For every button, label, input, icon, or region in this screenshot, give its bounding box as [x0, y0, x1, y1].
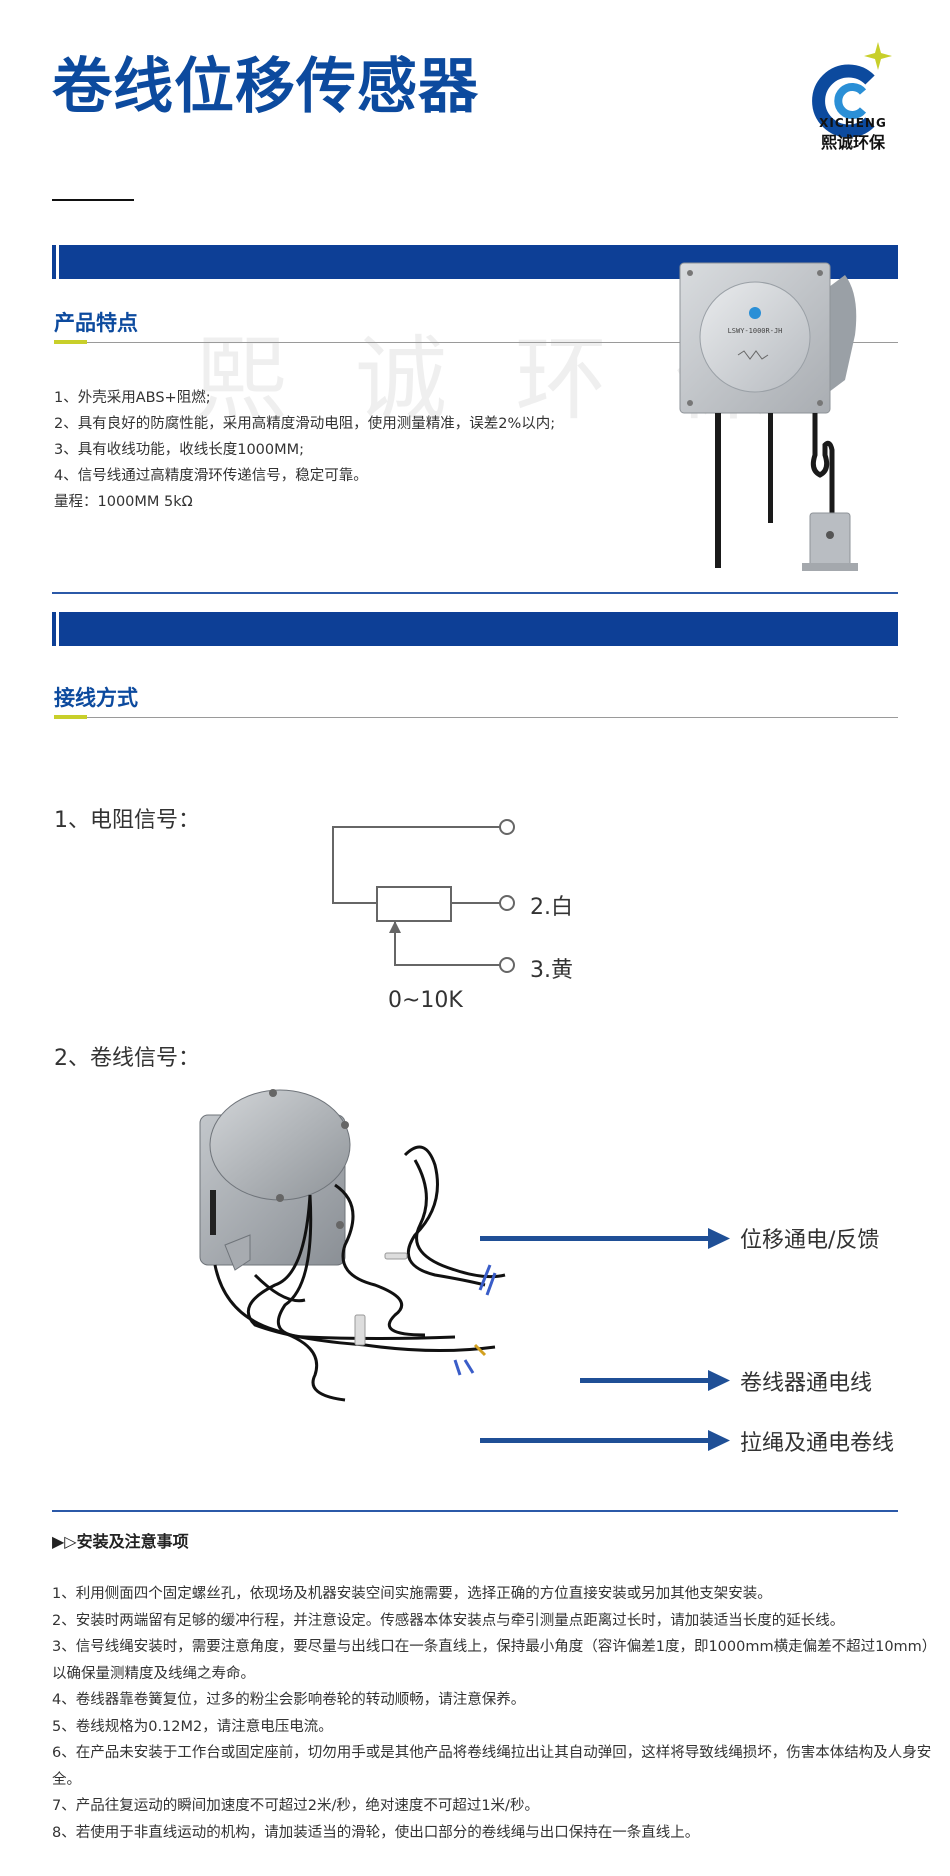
section-bar [59, 612, 898, 646]
arrow-label-pull-cord: 拉绳及通电卷线 [740, 1431, 895, 1456]
note-item: 2、安装时两端留有足够的缓冲行程，并注意设定。传感器本体安装点与牵引测量点距离过… [52, 1612, 845, 1629]
arrow-shaft [480, 1438, 710, 1443]
arrow-head [708, 1228, 730, 1249]
reel-product-image [199, 1089, 506, 1402]
arrow-head [708, 1430, 730, 1451]
arrow-head [708, 1370, 730, 1391]
heading-rule [87, 717, 898, 718]
section-bar-tick [52, 245, 56, 279]
feature-item: 1、外壳采用ABS+阻燃; [54, 390, 211, 406]
resistor-wiring-diagram [332, 819, 515, 973]
resistor-signal-title: 1、电阻信号： [54, 808, 200, 833]
sensor-model-label: LSWY-1000R-JH [728, 327, 783, 335]
title-underline [52, 199, 134, 201]
feature-item: 3、具有收线功能，收线长度1000MM; [54, 442, 305, 458]
heading-rule [87, 342, 898, 343]
resistance-range: 0~10K [388, 988, 463, 1013]
pin2-label: 2.白 [530, 895, 573, 920]
logo-star-icon [864, 42, 892, 70]
note-item: 5、卷线规格为0.12M2，请注意电压电流。 [52, 1718, 333, 1735]
pin3-label: 3.黄 [530, 958, 573, 983]
heading-accent [54, 340, 87, 344]
arrow-label-displacement: 位移通电/反馈 [740, 1228, 880, 1253]
arrow-shaft [580, 1378, 710, 1383]
feature-item: 量程：1000MM 5kΩ [54, 494, 193, 510]
note-item: 6、在产品未安装于工作台或固定座前，切勿用手或是其他产品将卷线绳拉出让其自动弹回… [52, 1745, 932, 1788]
sensor-product-image: LSWY-1000R-JH [679, 262, 858, 571]
note-item: 4、卷线器靠卷簧复位，过多的粉尘会影响卷轮的转动顺畅，请注意保养。 [52, 1692, 526, 1708]
note-item: 3、信号线绳安装时，需要注意角度，要尽量与出线口在一条直线上，保持最小角度（容许… [52, 1639, 930, 1682]
note-item: 1、利用侧面四个固定螺丝孔，依现场及机器安装空间实施需要，选择正确的方位直接安装… [52, 1586, 772, 1602]
section-divider [52, 1510, 898, 1512]
watermark: 熙诚环保 [195, 326, 836, 433]
feature-item: 2、具有良好的防腐性能，采用高精度滑动电阻，使用测量精准，误差2%以内; [54, 416, 556, 432]
notes-heading: ▶▷安装及注意事项 [52, 1532, 189, 1551]
arrow-graphics [480, 1228, 730, 1451]
notes-list: 1、利用侧面四个固定螺丝孔，依现场及机器安装空间实施需要，选择正确的方位直接安装… [52, 1581, 932, 1846]
logo-c-outer [812, 64, 875, 138]
logo-english: XICHENG [819, 116, 887, 130]
reel-signal-title: 2、卷线信号： [54, 1046, 200, 1071]
section-divider [52, 592, 898, 594]
section-bar-tick [52, 612, 56, 646]
note-item: 7、产品往复运动的瞬间加速度不可超过2米/秒，绝对速度不可超过1米/秒。 [52, 1798, 539, 1814]
feature-list: 1、外壳采用ABS+阻燃; 2、具有良好的防腐性能，采用高精度滑动电阻，使用测量… [54, 385, 555, 515]
page-title: 卷线位移传感器 [52, 52, 479, 122]
features-heading: 产品特点 [54, 311, 138, 335]
heading-accent [54, 715, 87, 719]
logo-chinese: 熙诚环保 [820, 133, 885, 152]
logo-c-inner [834, 83, 867, 119]
arrow-label-reel-power: 卷线器通电线 [740, 1371, 873, 1396]
arrow-shaft [480, 1236, 710, 1241]
note-item: 8、若使用于非直线运动的机构，请加装适当的滑轮，使出口部分的卷线绳与出口保持在一… [52, 1824, 700, 1841]
feature-item: 4、信号线通过高精度滑环传递信号，稳定可靠。 [54, 468, 368, 484]
xicheng-logo [812, 42, 892, 138]
wiring-heading: 接线方式 [54, 686, 138, 710]
